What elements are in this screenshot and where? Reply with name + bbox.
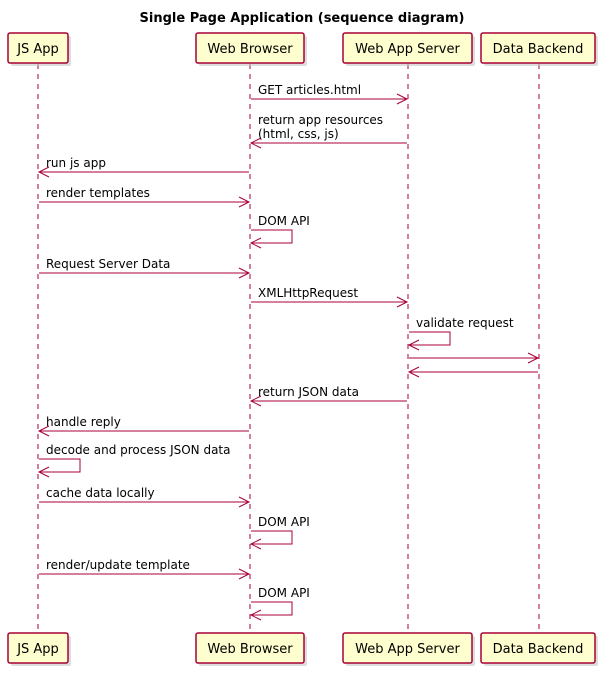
message-label: render/update template	[46, 558, 190, 572]
message-label: cache data locally	[46, 486, 155, 500]
message-label: Request Server Data	[46, 257, 170, 271]
message-label: return JSON data	[258, 385, 359, 399]
arrowhead	[37, 425, 50, 437]
message-6: XMLHttpRequest	[251, 286, 409, 308]
participant-label: JS App	[16, 642, 59, 657]
diagram-title: Single Page Application (sequence diagra…	[140, 11, 465, 26]
participant-label: JS App	[16, 42, 59, 57]
participant-browser-bottom: Web Browser	[195, 632, 307, 666]
message-11: handle reply	[37, 415, 249, 437]
arrowhead	[407, 366, 420, 378]
message-label: DOM API	[258, 214, 310, 228]
message-16: DOM API	[249, 586, 310, 621]
arrowhead	[527, 352, 540, 364]
message-label: XMLHttpRequest	[258, 286, 358, 300]
message-4: DOM API	[249, 214, 310, 249]
message-7: validate request	[407, 316, 514, 351]
participant-label: Data Backend	[493, 642, 584, 657]
arrowhead	[37, 166, 50, 178]
arrowhead	[238, 496, 251, 508]
message-0: GET articles.html	[251, 83, 409, 105]
message-label: validate request	[416, 316, 514, 330]
participant-browser-top: Web Browser	[195, 32, 307, 66]
message-9	[407, 366, 538, 378]
message-label: handle reply	[46, 415, 121, 429]
message-1: return app resources(html, css, js)	[249, 113, 407, 149]
message-label: decode and process JSON data	[46, 443, 231, 457]
arrowhead	[249, 395, 262, 407]
participant-js-bottom: JS App	[7, 632, 71, 666]
message-arrow	[251, 229, 293, 244]
participant-server-bottom: Web App Server	[342, 632, 475, 666]
arrowhead	[249, 137, 262, 149]
message-arrow	[251, 530, 293, 545]
arrowhead	[249, 538, 262, 550]
participant-backend-bottom: Data Backend	[480, 632, 598, 666]
message-3: render templates	[39, 186, 251, 208]
message-label: return app resources	[258, 113, 383, 127]
message-8	[409, 352, 540, 364]
message-label: (html, css, js)	[258, 127, 339, 141]
arrowhead	[37, 466, 50, 478]
participant-label: Web App Server	[355, 642, 460, 657]
participant-label: Web Browser	[207, 642, 293, 657]
message-14: DOM API	[249, 515, 310, 550]
arrowhead	[249, 609, 262, 621]
participant-js-top: JS App	[7, 32, 71, 66]
message-label: run js app	[46, 156, 106, 170]
message-label: DOM API	[258, 586, 310, 600]
arrowhead	[238, 568, 251, 580]
message-arrow	[409, 331, 451, 346]
message-13: cache data locally	[39, 486, 251, 508]
participant-label: Data Backend	[493, 42, 584, 57]
message-arrow	[251, 601, 293, 616]
message-label: GET articles.html	[258, 83, 361, 97]
message-arrow	[39, 458, 81, 473]
arrowhead	[238, 267, 251, 279]
message-12: decode and process JSON data	[37, 443, 231, 478]
message-label: DOM API	[258, 515, 310, 529]
participant-label: Web Browser	[207, 42, 293, 57]
arrowhead	[238, 196, 251, 208]
message-10: return JSON data	[249, 385, 407, 407]
message-label: render templates	[46, 186, 150, 200]
arrowhead	[396, 296, 409, 308]
arrowhead	[396, 93, 409, 105]
message-5: Request Server Data	[39, 257, 251, 279]
participant-server-top: Web App Server	[342, 32, 475, 66]
message-15: render/update template	[39, 558, 251, 580]
arrowhead	[249, 237, 262, 249]
message-2: run js app	[37, 156, 249, 178]
participant-backend-top: Data Backend	[480, 32, 598, 66]
participant-label: Web App Server	[355, 42, 460, 57]
arrowhead	[407, 339, 420, 351]
